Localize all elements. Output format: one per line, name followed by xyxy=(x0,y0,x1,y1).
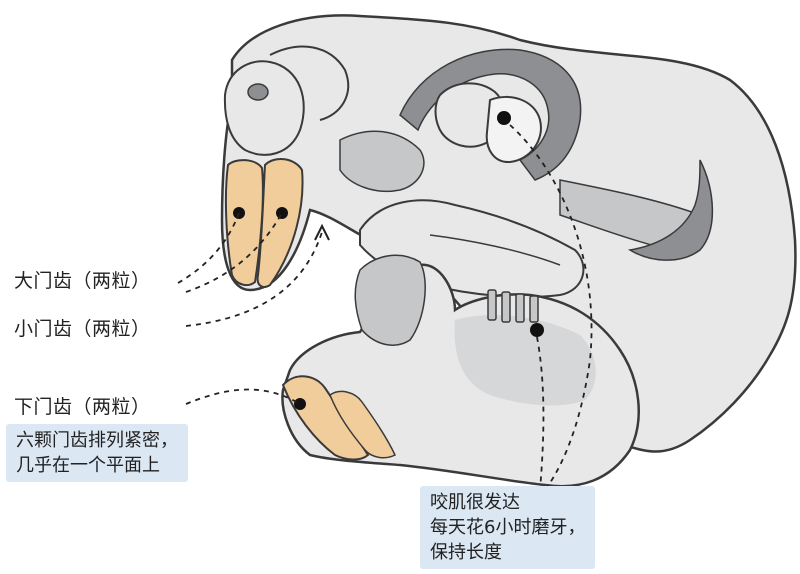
leader-lines xyxy=(177,124,593,491)
lower-incisor-outer xyxy=(281,375,370,461)
note-masseter-line-3: 保持长度 xyxy=(430,542,502,563)
nasal-region xyxy=(223,60,305,156)
note-incisors-line-2: 几乎在一个平面上 xyxy=(16,455,160,476)
nasal-ridge xyxy=(269,45,350,121)
mandible-shade xyxy=(454,315,596,406)
note-masseter: 咬肌很发达 每天花6小时磨牙， 保持长度 xyxy=(420,486,596,569)
lower-incisor-inner xyxy=(329,390,396,459)
label-upper-small-incisors: 小门齿（两粒） xyxy=(14,318,151,340)
label-upper-large-incisors: 大门齿（两粒） xyxy=(14,270,151,292)
note-masseter-line-1: 咬肌很发达 xyxy=(430,492,520,513)
posterior-band xyxy=(627,159,714,261)
label-lower-incisors: 下门齿（两粒） xyxy=(14,396,151,418)
upper-large-incisor-right xyxy=(256,158,304,288)
marker-dot-small-incisor xyxy=(276,207,288,219)
marker-dot-orbit xyxy=(497,111,511,125)
molar-ridge xyxy=(429,234,561,266)
arrow-head xyxy=(314,223,330,241)
zygomatic-arch xyxy=(399,48,582,181)
lower-molars xyxy=(487,289,539,323)
coronoid-process xyxy=(354,254,426,346)
note-incisors: 六颗门齿排列紧密， 几乎在一个平面上 xyxy=(6,424,188,482)
marker-dot-masseter xyxy=(530,323,544,337)
nasal-opening xyxy=(247,83,269,101)
note-masseter-line-2: 每天花6小时磨牙， xyxy=(430,517,586,538)
note-incisors-line-1: 六颗门齿排列紧密， xyxy=(16,430,178,451)
cranium-shade xyxy=(339,130,425,192)
marker-dot-lower-incisor xyxy=(294,398,306,410)
upper-large-incisor-left xyxy=(224,159,264,287)
